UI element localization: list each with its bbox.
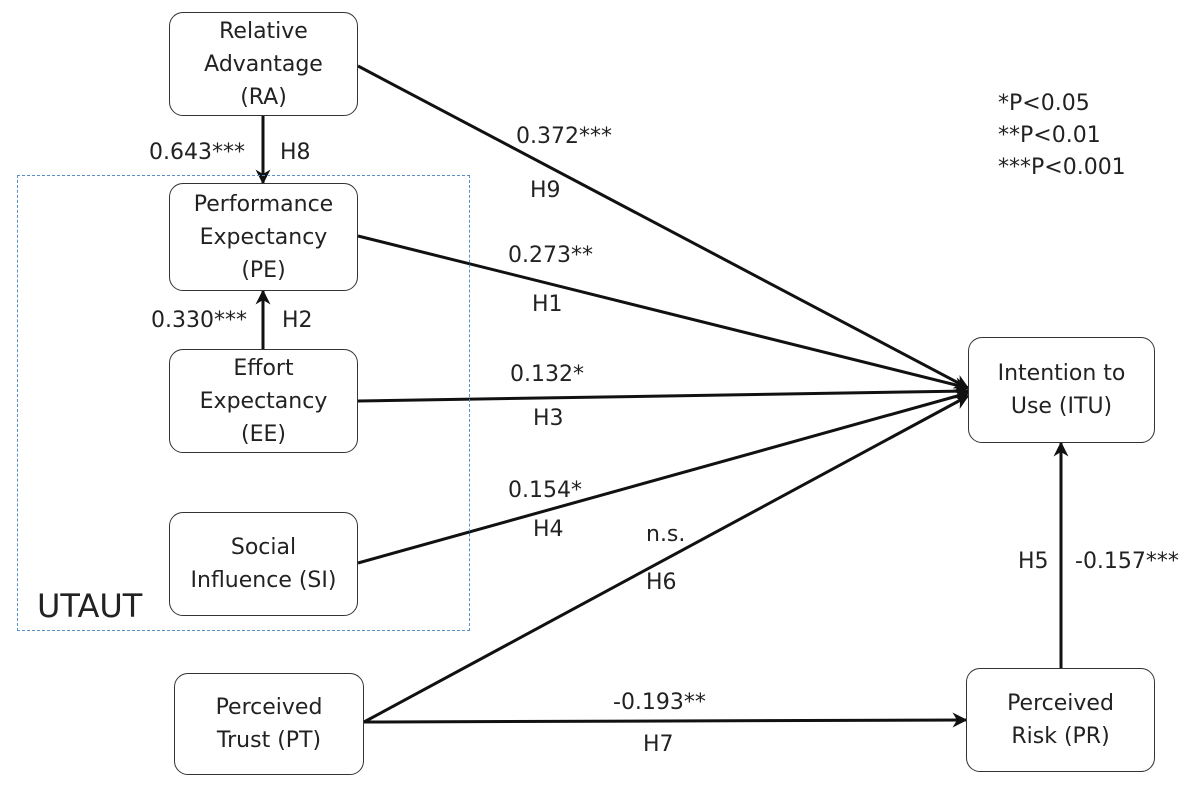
hypothesis-h8: H8 [280, 140, 311, 165]
node-relative-advantage: Relative Advantage (RA) [169, 12, 358, 116]
path-arrow-h9 [357, 64, 970, 390]
hypothesis-h3: H3 [533, 406, 564, 431]
path-arrow-h7 [363, 712, 968, 728]
coefficient-h6: n.s. [646, 522, 686, 547]
utaut-group-border [17, 175, 470, 631]
hypothesis-h7: H7 [643, 732, 674, 757]
hypothesis-h1: H1 [532, 292, 563, 317]
path-arrow-h1 [357, 234, 970, 393]
significance-legend: *P<0.05 **P<0.01 ***P<0.001 [998, 88, 1126, 184]
utaut-group-title: UTAUT [37, 587, 143, 625]
node-performance-expectancy: Performance Expectancy (PE) [169, 183, 358, 291]
hypothesis-h2: H2 [282, 308, 313, 333]
hypothesis-h9: H9 [530, 178, 561, 203]
hypothesis-h5: H5 [1018, 549, 1049, 574]
path-arrow-h3 [357, 383, 970, 403]
coefficient-h3: 0.132* [510, 362, 584, 387]
coefficient-h9: 0.372*** [516, 124, 612, 149]
path-arrow-h4 [357, 389, 970, 565]
coefficient-h8: 0.643*** [149, 140, 245, 165]
node-perceived-trust: Perceived Trust (PT) [174, 673, 364, 775]
legend-p01: **P<0.01 [998, 123, 1101, 148]
coefficient-h1: 0.273** [508, 243, 593, 268]
node-intention-to-use: Intention to Use (ITU) [968, 337, 1155, 443]
legend-p05: *P<0.05 [998, 91, 1090, 116]
hypothesis-h4: H4 [533, 517, 564, 542]
node-social-influence: Social Influence (SI) [169, 512, 358, 616]
coefficient-h4: 0.154* [508, 478, 582, 503]
path-arrow-h6 [363, 394, 970, 724]
coefficient-h2: 0.330*** [151, 308, 247, 333]
legend-p001: ***P<0.001 [998, 155, 1126, 180]
node-effort-expectancy: Effort Expectancy (EE) [169, 349, 358, 453]
hypothesis-h6: H6 [646, 570, 677, 595]
node-perceived-risk: Perceived Risk (PR) [966, 668, 1155, 772]
coefficient-h5: -0.157*** [1075, 549, 1179, 574]
coefficient-h7: -0.193** [613, 690, 706, 715]
